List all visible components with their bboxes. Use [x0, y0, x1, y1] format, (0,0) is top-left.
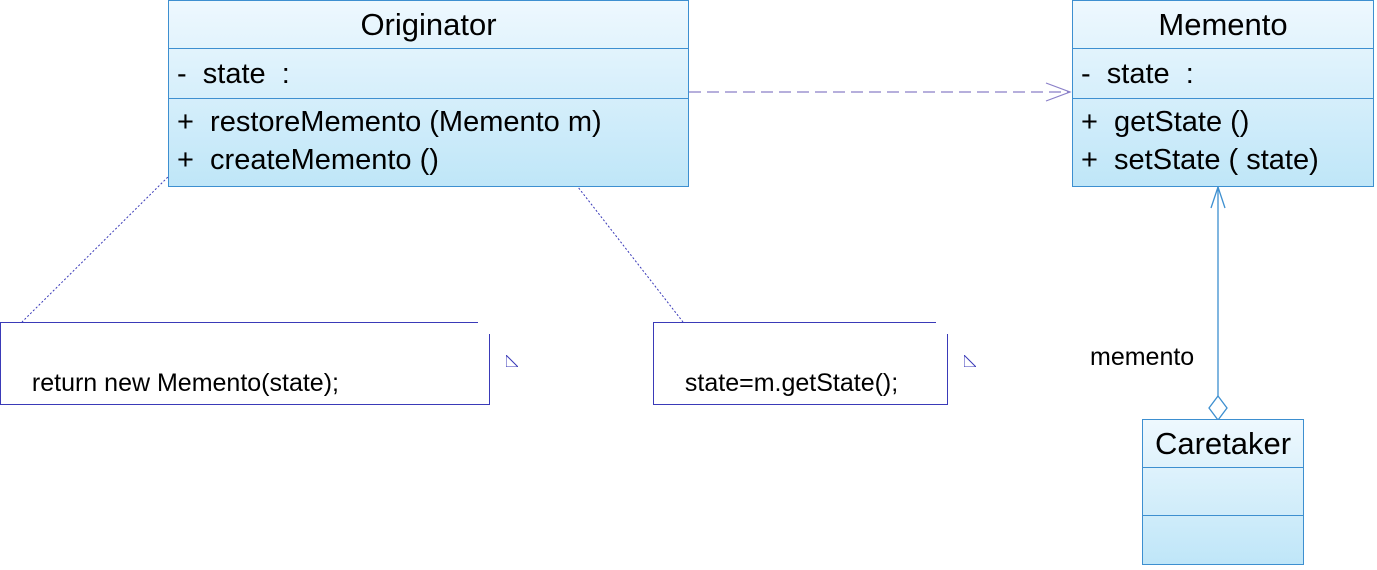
caretaker-attributes	[1143, 467, 1303, 515]
caretaker-class[interactable]: Caretaker	[1142, 419, 1304, 565]
dependency-arrowhead	[1045, 82, 1072, 102]
originator-operation-create: + createMemento ()	[177, 144, 439, 176]
memento-operation-setstate: + setState ( state)	[1081, 144, 1319, 176]
caretaker-operations	[1143, 515, 1303, 564]
note-fold-icon	[936, 322, 978, 368]
originator-operations: + restoreMemento (Memento m) + createMem…	[169, 98, 688, 179]
caretaker-class-name: Caretaker	[1154, 426, 1292, 461]
memento-attribute-state: - state :	[1081, 58, 1194, 90]
memento-attributes: - state :	[1073, 48, 1373, 98]
note-fold-icon	[478, 322, 520, 368]
note-create-text: return new Memento(state);	[31, 369, 339, 397]
aggregation-arrowhead	[1210, 184, 1226, 209]
aggregation-diamond	[1208, 394, 1228, 422]
memento-class[interactable]: Memento - state : + getState () + setSta…	[1072, 0, 1374, 187]
originator-attribute-state: - state :	[177, 58, 290, 90]
note-create-memento[interactable]: return new Memento(state);	[0, 322, 520, 405]
memento-operation-getstate: + getState ()	[1081, 106, 1250, 138]
originator-class[interactable]: Originator - state : + restoreMemento (M…	[168, 0, 689, 187]
memento-operations: + getState () + setState ( state)	[1073, 98, 1373, 179]
association-role-label: memento	[1090, 343, 1195, 371]
memento-class-name: Memento	[1158, 7, 1288, 42]
originator-class-name: Originator	[360, 7, 497, 42]
note-restore-memento[interactable]: state=m.getState();	[653, 322, 978, 405]
note-restore-text: state=m.getState();	[684, 369, 899, 397]
note-anchor-create	[21, 162, 183, 323]
originator-operation-restore: + restoreMemento (Memento m)	[177, 106, 602, 138]
originator-attributes: - state :	[169, 48, 688, 98]
